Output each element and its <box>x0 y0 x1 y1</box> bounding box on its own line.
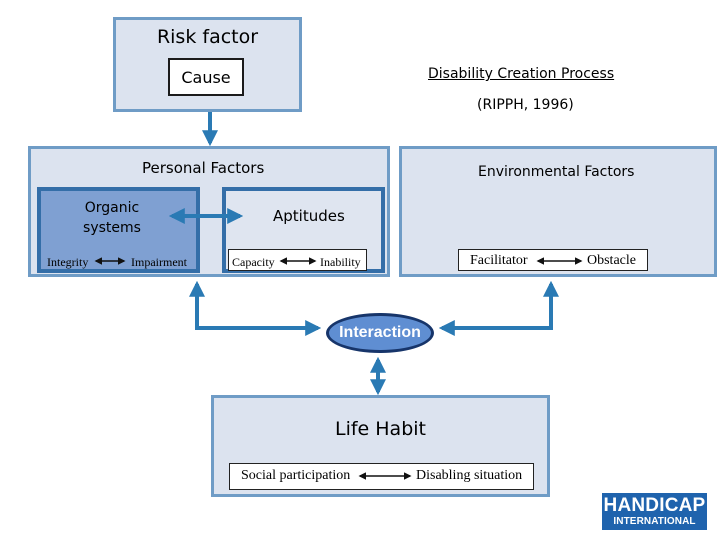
risk-factor-title: Risk factor <box>156 26 259 48</box>
interaction-oval: Interaction <box>326 313 434 353</box>
impairment-label: Impairment <box>131 255 187 269</box>
social-participation-label: Social participation <box>241 468 351 483</box>
aptitudes-title: Aptitudes <box>273 207 345 225</box>
inability-label: Inability <box>320 255 361 269</box>
environmental-factors-title: Environmental Factors <box>478 164 635 180</box>
facilitator-label: Facilitator <box>470 253 528 268</box>
personal-interaction-connector <box>189 280 322 336</box>
organic-systems-title: Organic systems <box>83 200 141 236</box>
environment-interaction-connector <box>438 280 559 336</box>
dcp-reference: (RIPPH, 1996) <box>477 97 574 113</box>
cause-box: Cause <box>168 58 244 96</box>
handicap-international-logo: HANDICAP INTERNATIONAL <box>602 493 707 530</box>
obstacle-label: Obstacle <box>587 253 636 268</box>
life-habit-title: Life Habit <box>334 418 426 440</box>
logo-line1: HANDICAP <box>603 495 706 516</box>
personal-factors-title: Personal Factors <box>142 159 265 177</box>
participation-situation-box <box>229 463 534 490</box>
capacity-label: Capacity <box>232 255 275 269</box>
logo-line2: INTERNATIONAL <box>613 516 696 527</box>
integrity-label: Integrity <box>47 255 89 269</box>
disabling-situation-label: Disabling situation <box>416 468 523 483</box>
dcp-title: Disability Creation Process <box>428 66 615 82</box>
